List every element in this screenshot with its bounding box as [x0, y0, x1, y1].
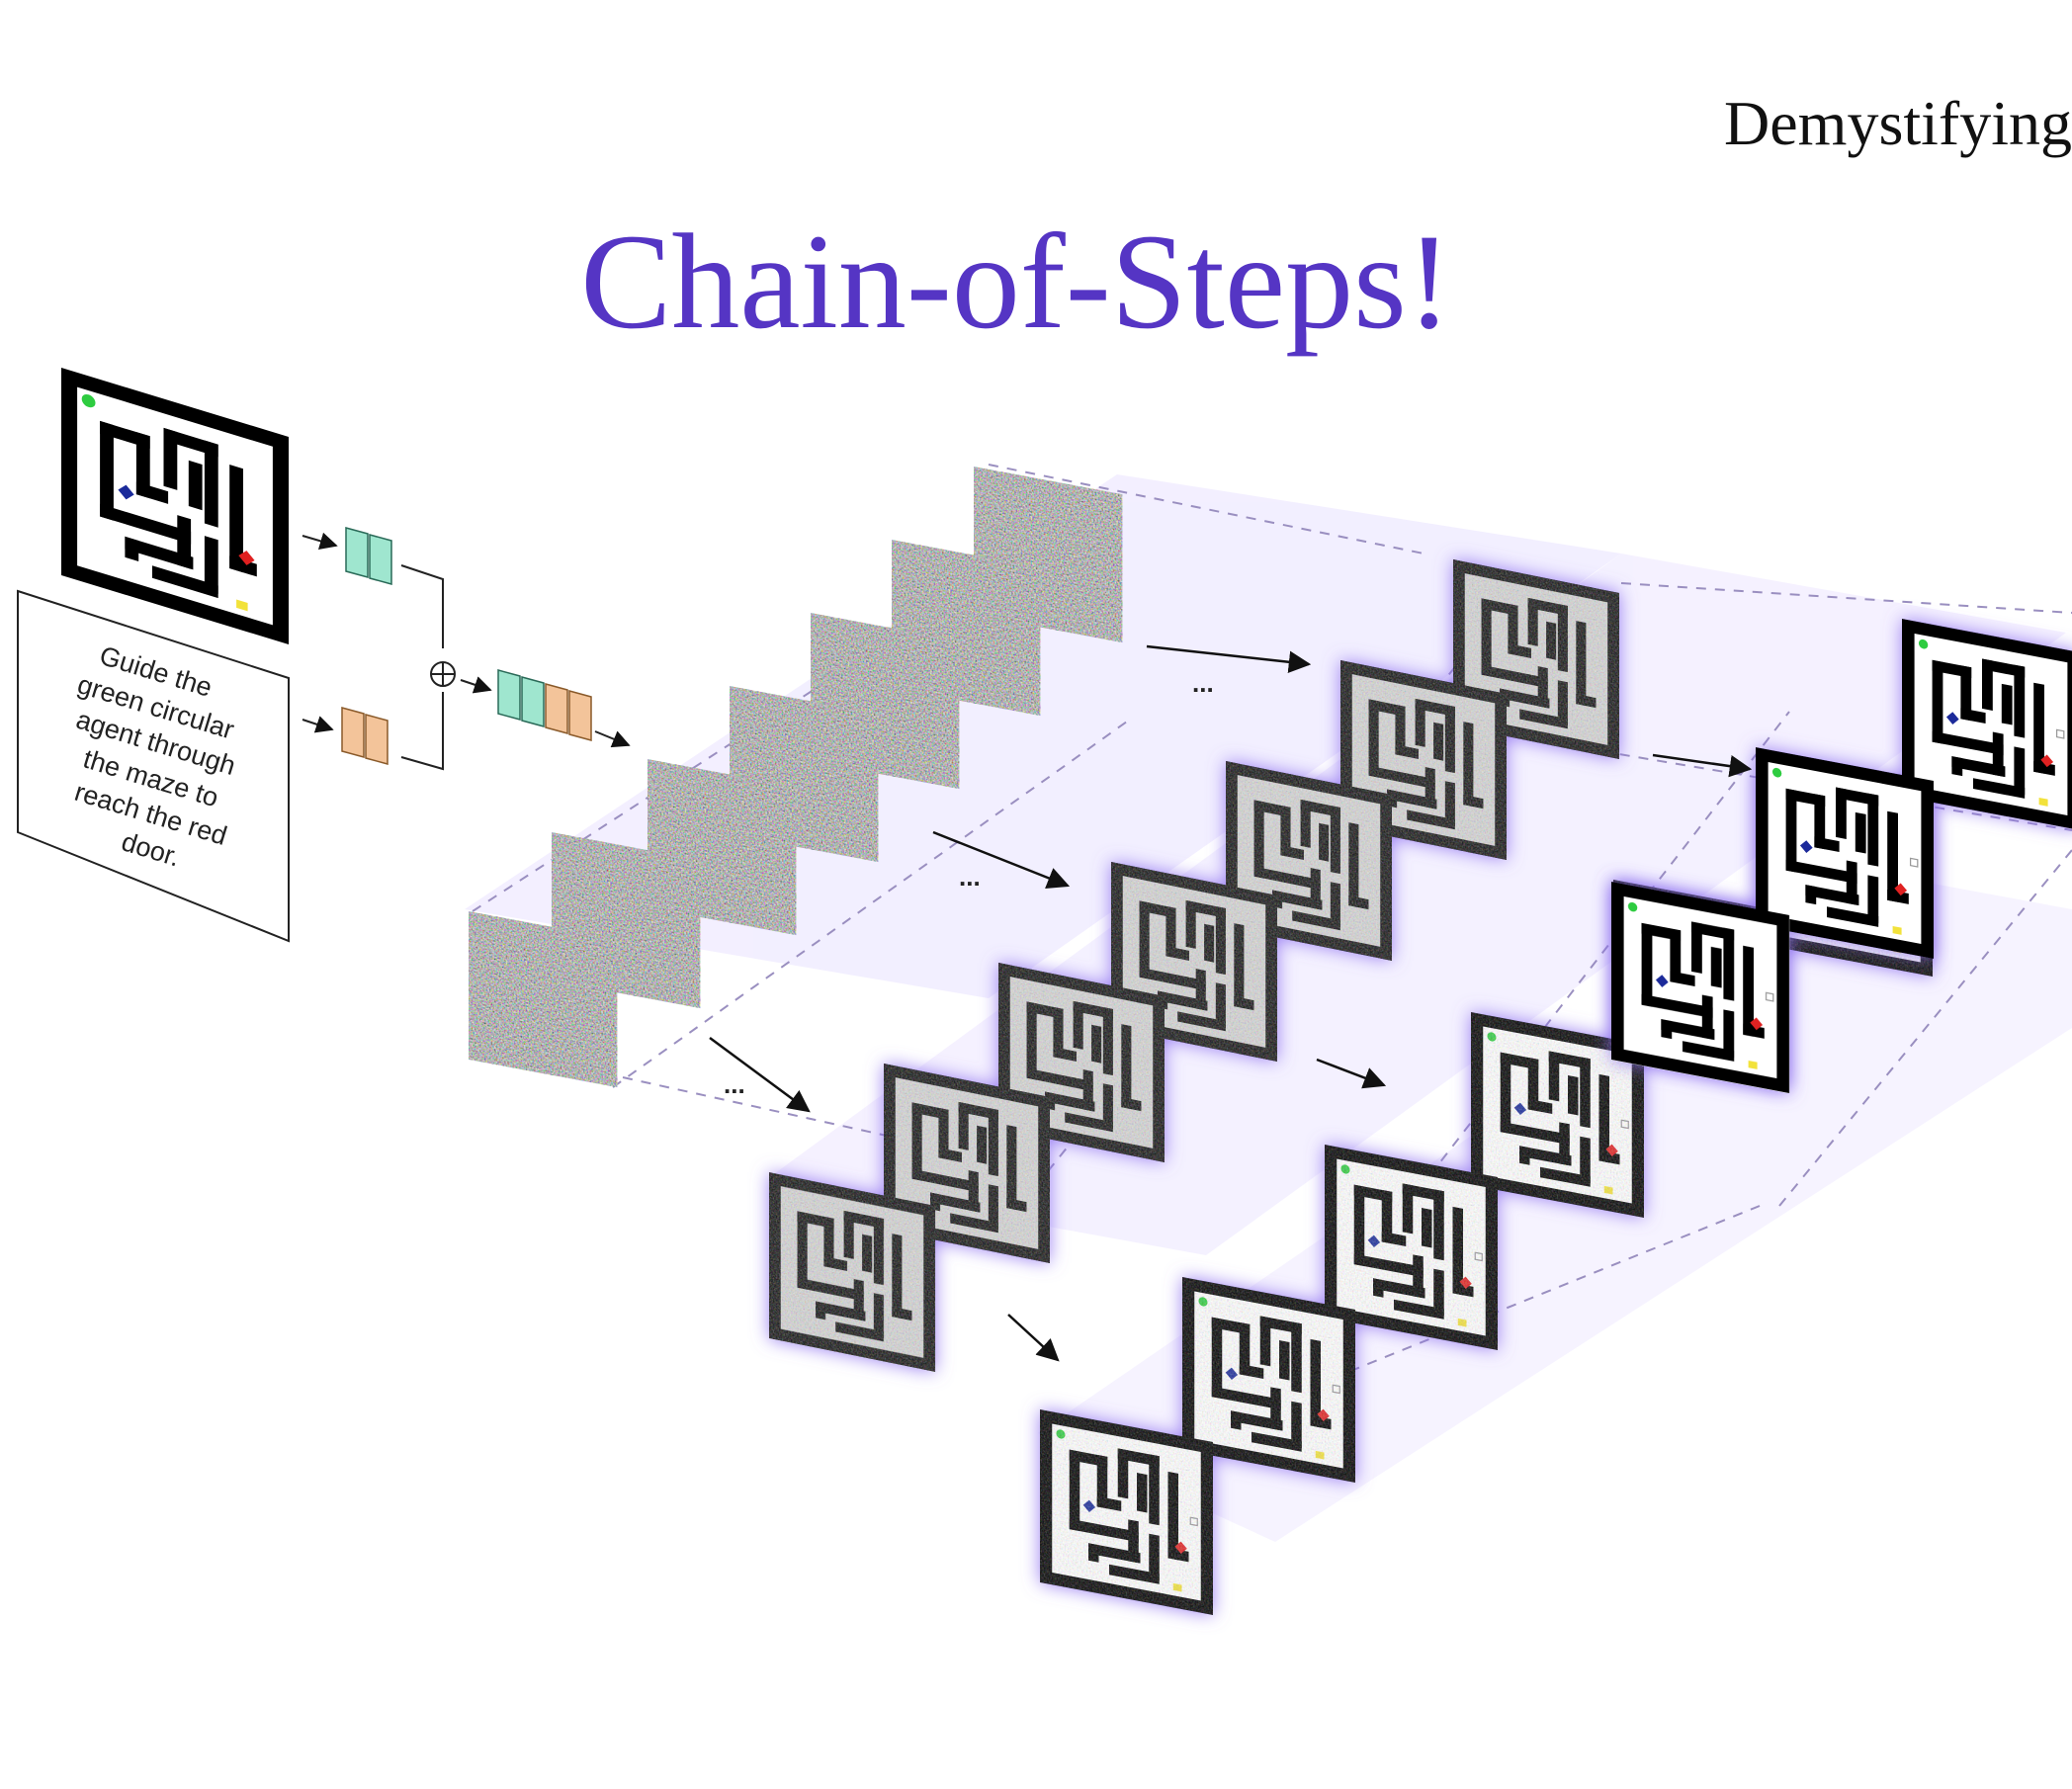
paper-header-text: Demystifying — [1724, 88, 2072, 158]
token-block-icon — [341, 707, 365, 758]
text-token-block — [345, 527, 392, 585]
noisy-maze-tile — [769, 1172, 935, 1372]
token-block-icon — [365, 714, 388, 765]
arrow-icon — [302, 532, 338, 551]
concatenated-tokens — [497, 669, 592, 741]
token-block-icon — [369, 534, 392, 585]
image-token-block — [341, 707, 388, 765]
ellipsis-3: ... — [724, 1069, 745, 1099]
clean-maze-tile — [1611, 882, 1789, 1093]
noise-tile — [469, 911, 617, 1087]
maze-input-icon — [61, 368, 289, 644]
arrow-icon — [932, 830, 1071, 889]
prompt-card: Guide the green circular agent through t… — [17, 589, 290, 943]
step-ellipses: ... ... ... — [724, 668, 1214, 1099]
arrow-icon — [1316, 1058, 1387, 1089]
encoders — [302, 532, 631, 771]
arrow-icon — [1652, 753, 1753, 778]
stage-arrows — [709, 644, 1753, 1362]
plus-operator — [430, 661, 456, 687]
page-title: Chain-of-Steps! — [580, 206, 1452, 357]
mild-noise-maze-tile — [1040, 1409, 1213, 1615]
arrow-icon — [302, 716, 334, 733]
input-maze-image — [61, 368, 289, 644]
arrow-icon — [460, 676, 492, 694]
ellipsis-1: ... — [1192, 668, 1214, 698]
arrow-icon — [1007, 1314, 1060, 1362]
token-block-icon — [345, 527, 369, 578]
arrow-icon — [709, 1036, 811, 1113]
arrow-icon — [594, 730, 631, 748]
ellipsis-2: ... — [959, 862, 981, 892]
arrow-icon — [1146, 644, 1312, 673]
